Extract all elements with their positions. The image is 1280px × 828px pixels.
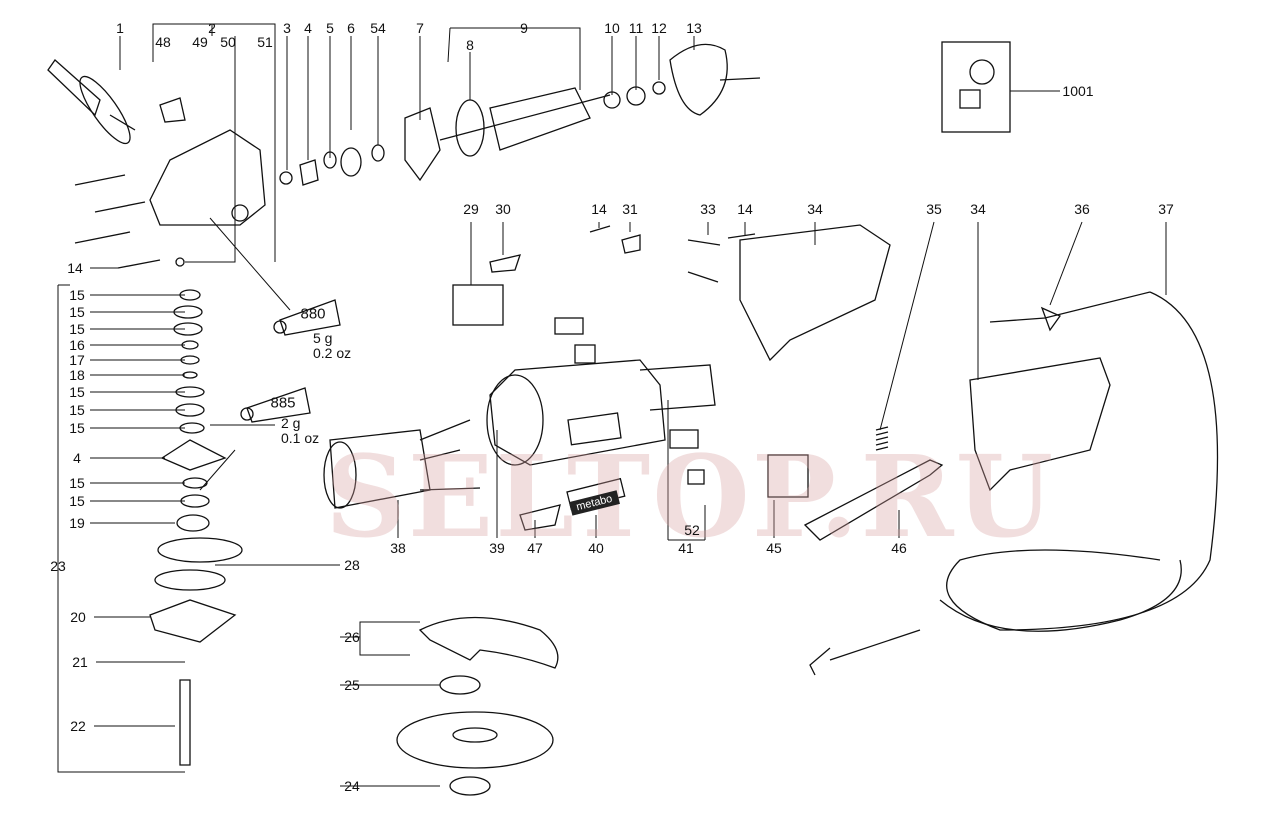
part-number-label: 16 bbox=[69, 337, 85, 353]
part-number-label: 34 bbox=[970, 201, 986, 217]
side-handle bbox=[47, 59, 136, 145]
part-number-label: 3 bbox=[283, 20, 291, 36]
part-number-label: 39 bbox=[489, 540, 505, 556]
part-number-label: 15 bbox=[69, 321, 85, 337]
part-number-label: 15 bbox=[69, 384, 85, 400]
part-number-label: 36 bbox=[1074, 201, 1090, 217]
part-number-label: 20 bbox=[70, 609, 86, 625]
handle-halves bbox=[739, 224, 1111, 492]
part-number-label: 8 bbox=[466, 37, 474, 53]
brush-cards bbox=[452, 225, 756, 531]
part-number-label: 5 bbox=[326, 20, 334, 36]
field-coil bbox=[323, 419, 481, 509]
spindle-stack bbox=[149, 289, 243, 766]
part-number-label: 22 bbox=[70, 718, 86, 734]
part-number-label: 4 bbox=[304, 20, 312, 36]
lubricant-tubes bbox=[240, 299, 341, 423]
motor-housing bbox=[486, 317, 716, 485]
part-number-label: 15 bbox=[69, 475, 85, 491]
part-number-label: 31 bbox=[622, 201, 638, 217]
part-number-label: 48 bbox=[155, 34, 171, 50]
part-number-label: 11 bbox=[628, 20, 644, 36]
lubricant-885-code: 885 bbox=[270, 394, 296, 412]
part-number-label: 30 bbox=[495, 201, 511, 217]
part-number-label: 37 bbox=[1158, 201, 1174, 217]
lubricant-880-weight: 5 g bbox=[313, 330, 333, 346]
part-number-label: 15 bbox=[69, 304, 85, 320]
lubricant-880-code: 880 bbox=[300, 305, 326, 323]
part-number-label: 6 bbox=[347, 20, 355, 36]
part-number-label: 54 bbox=[370, 20, 386, 36]
part-number-label: 14 bbox=[67, 260, 83, 276]
part-number-label: 10 bbox=[604, 20, 620, 36]
part-number-label: 47 bbox=[527, 540, 543, 556]
part-number-label: 50 bbox=[220, 34, 236, 50]
part-number-label: 18 bbox=[69, 367, 85, 383]
part-number-label: 41 bbox=[678, 540, 694, 556]
part-number-label: 19 bbox=[69, 515, 85, 531]
part-number-label: 14 bbox=[737, 201, 753, 217]
guard-and-disc bbox=[396, 616, 559, 796]
part-number-label: 17 bbox=[69, 352, 85, 368]
lubricant-880-weight-oz: 0.2 oz bbox=[313, 345, 352, 361]
part-number-label: 15 bbox=[69, 420, 85, 436]
armature bbox=[279, 43, 761, 186]
part-number-label: 4 bbox=[73, 450, 81, 466]
power-cord bbox=[809, 291, 1219, 676]
part-number-label: 15 bbox=[69, 402, 85, 418]
part-number-label: 28 bbox=[344, 557, 360, 573]
part-number-label: 15 bbox=[69, 287, 85, 303]
part-number-label: 2 bbox=[208, 20, 216, 36]
part-number-label: 21 bbox=[72, 654, 88, 670]
part-number-label: 46 bbox=[891, 540, 907, 556]
part-number-label: 49 bbox=[192, 34, 208, 50]
part-number-label: 1001 bbox=[1062, 83, 1094, 99]
part-number-label: 26 bbox=[344, 629, 360, 645]
part-number-label: 38 bbox=[390, 540, 406, 556]
part-number-label: 24 bbox=[344, 778, 360, 794]
part-number-label: 34 bbox=[807, 201, 823, 217]
part-number-label: 7 bbox=[416, 20, 424, 36]
screws bbox=[74, 174, 185, 269]
part-number-label: 1 bbox=[116, 20, 124, 36]
gear-housing bbox=[149, 97, 266, 226]
part-number-label: 9 bbox=[520, 20, 528, 36]
part-number-label: 29 bbox=[463, 201, 479, 217]
part-number-label: 35 bbox=[926, 201, 942, 217]
lubricant-885-weight-oz: 0.1 oz bbox=[281, 430, 320, 446]
part-number-label: 45 bbox=[766, 540, 782, 556]
switch-and-lever bbox=[767, 426, 944, 541]
part-number-label: 33 bbox=[700, 201, 716, 217]
part-number-label: 15 bbox=[69, 493, 85, 509]
part-number-label: 23 bbox=[50, 558, 66, 574]
part-number-label: 25 bbox=[344, 677, 360, 693]
leader-lines bbox=[57, 23, 1167, 787]
brush-holder-inset bbox=[941, 41, 1011, 133]
part-number-label: 51 bbox=[257, 34, 273, 50]
part-number-label: 13 bbox=[686, 20, 702, 36]
part-number-label: 12 bbox=[651, 20, 667, 36]
lubricant-885-weight: 2 g bbox=[281, 415, 301, 431]
part-number-label: 52 bbox=[684, 522, 700, 538]
part-number-label: 14 bbox=[591, 201, 607, 217]
part-number-label: 40 bbox=[588, 540, 604, 556]
